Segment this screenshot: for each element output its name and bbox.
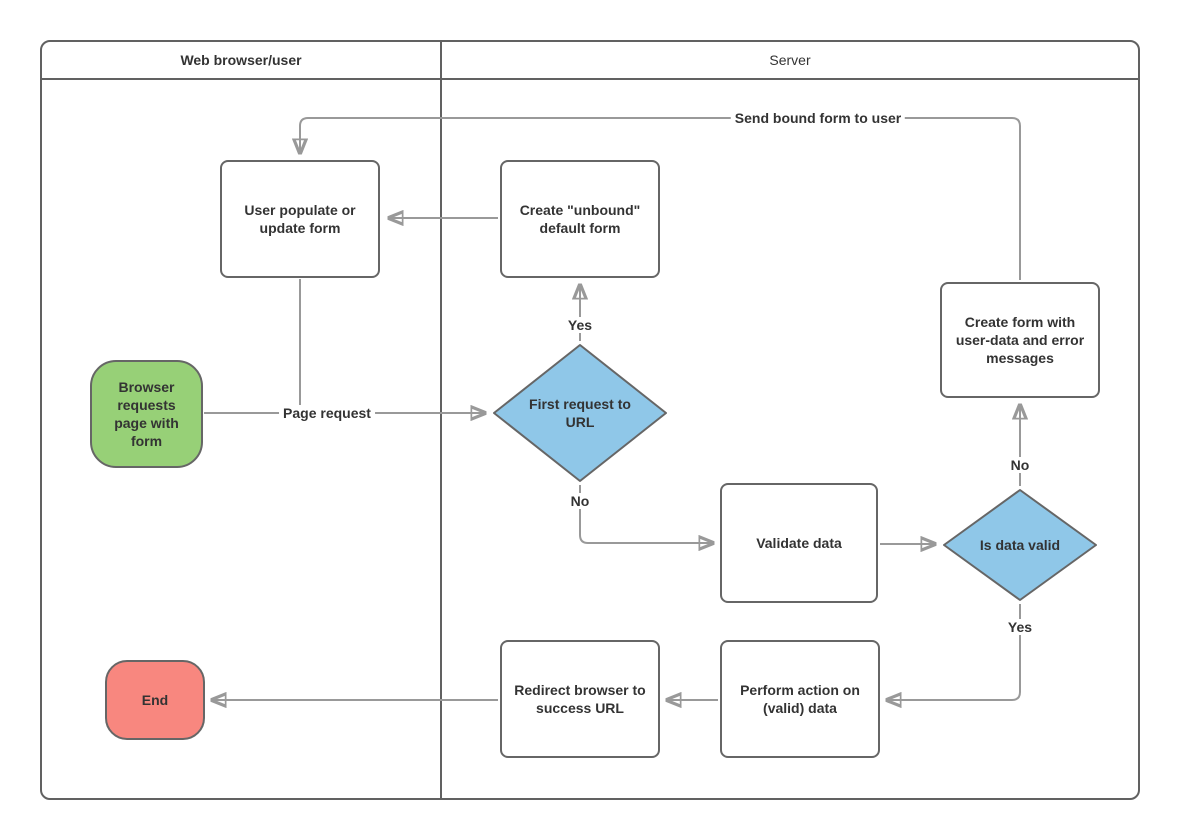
node-first-request-decision-label: First request to URL [529, 395, 631, 430]
edge-label-is-valid-yes: Yes [1003, 619, 1037, 635]
edge-label-page-request: Page request [279, 405, 375, 421]
node-create-unbound-form-label: Create "unbound" default form [519, 201, 641, 236]
edge-label-first-request-no: No [566, 493, 594, 509]
swimlane-pool: Web browser/user Server [40, 40, 1140, 800]
node-perform-action: Perform action on (valid) data [720, 640, 880, 758]
node-redirect-browser: Redirect browser to success URL [500, 640, 660, 758]
node-first-request-decision: First request to URL [492, 343, 668, 483]
node-create-bound-form: Create form with user-data and error mes… [940, 282, 1100, 398]
node-user-populate-form: User populate or update form [220, 160, 380, 278]
node-redirect-browser-label: Redirect browser to success URL [514, 681, 646, 716]
node-end-label: End [141, 691, 169, 708]
edge-label-is-valid-no: No [1006, 457, 1034, 473]
edge-label-first-request-yes: Yes [563, 317, 597, 333]
node-perform-action-label: Perform action on (valid) data [740, 681, 860, 716]
node-create-bound-form-label: Create form with user-data and error mes… [955, 313, 1085, 367]
node-start-label: Browser requests page with form [114, 378, 179, 450]
lane-title-server: Server [442, 42, 1138, 80]
node-end: End [105, 660, 205, 740]
lane-server: Server [442, 42, 1138, 798]
node-validate-data: Validate data [720, 483, 878, 603]
diamond-shape [943, 489, 1097, 601]
diamond-shape [493, 344, 667, 482]
node-user-populate-form-label: User populate or update form [244, 201, 356, 236]
node-start: Browser requests page with form [90, 360, 203, 468]
node-is-data-valid-decision: Is data valid [942, 488, 1098, 602]
node-create-unbound-form: Create "unbound" default form [500, 160, 660, 278]
edge-label-send-bound-form: Send bound form to user [730, 110, 906, 126]
node-validate-data-label: Validate data [756, 534, 842, 551]
lane-title-web-browser-user: Web browser/user [42, 42, 440, 80]
lane-web-browser-user: Web browser/user [42, 42, 442, 798]
node-is-data-valid-decision-label: Is data valid [979, 536, 1061, 553]
